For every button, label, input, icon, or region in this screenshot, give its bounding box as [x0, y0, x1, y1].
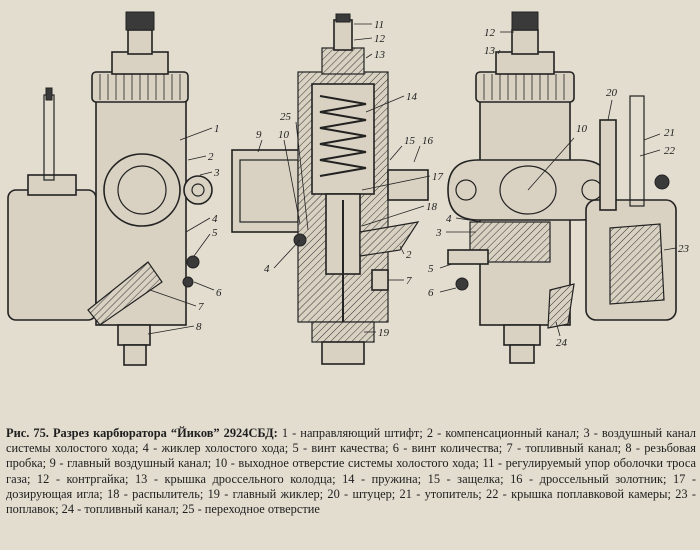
- callout-24: 24: [556, 337, 568, 349]
- callout-6-right: 6: [428, 287, 434, 299]
- callout-6-left: 6: [216, 287, 222, 299]
- callout-13-right: 13: [484, 45, 496, 57]
- caption-legend-text: 1 - направляющий штифт; 2 - компенсацион…: [6, 426, 696, 517]
- callout-17: 17: [432, 171, 444, 183]
- callout-18: 18: [426, 201, 438, 213]
- callout-23: 23: [678, 243, 690, 255]
- carburetor-section-drawing: 1 2 3 4 5 6 7 8 9 10 25 11 12 13 14 15 1…: [7, 11, 690, 366]
- caption-title: Рис. 75. Разрез карбюратора “Йиков” 2924…: [6, 426, 278, 440]
- right-view: [447, 11, 677, 364]
- callout-25: 25: [280, 111, 292, 123]
- callout-3-right: 3: [435, 227, 442, 239]
- callout-5-left: 5: [212, 227, 218, 239]
- callout-2: 2: [208, 151, 214, 163]
- callout-10-right: 10: [576, 123, 588, 135]
- callout-22: 22: [664, 145, 676, 157]
- callout-20: 20: [606, 87, 618, 99]
- callout-19: 19: [378, 327, 390, 339]
- callout-13-center: 13: [374, 49, 386, 61]
- callout-4-right: 4: [446, 213, 452, 225]
- callout-2-center: 2: [406, 249, 412, 261]
- callout-4: 4: [212, 213, 218, 225]
- center-view: [231, 13, 429, 365]
- callout-7-left: 7: [198, 301, 204, 313]
- left-view: [7, 11, 213, 366]
- callout-12-center: 12: [374, 33, 386, 45]
- figure-caption: Рис. 75. Разрез карбюратора “Йиков” 2924…: [6, 426, 696, 517]
- callout-12-right: 12: [484, 27, 496, 39]
- callout-labels: 1 2 3 4 5 6 7 8 9 10 25 11 12 13 14 15 1…: [147, 19, 690, 349]
- callout-9: 9: [256, 129, 262, 141]
- callout-21: 21: [664, 127, 675, 139]
- callout-7-center: 7: [406, 275, 412, 287]
- callout-11: 11: [374, 19, 384, 31]
- callout-10-center: 10: [278, 129, 290, 141]
- callout-16: 16: [422, 135, 434, 147]
- callout-15: 15: [404, 135, 416, 147]
- callout-14: 14: [406, 91, 418, 103]
- callout-1: 1: [214, 123, 220, 135]
- callout-8: 8: [196, 321, 202, 333]
- callout-4-center: 4: [264, 263, 270, 275]
- callout-5-right: 5: [428, 263, 434, 275]
- callout-3: 3: [213, 167, 220, 179]
